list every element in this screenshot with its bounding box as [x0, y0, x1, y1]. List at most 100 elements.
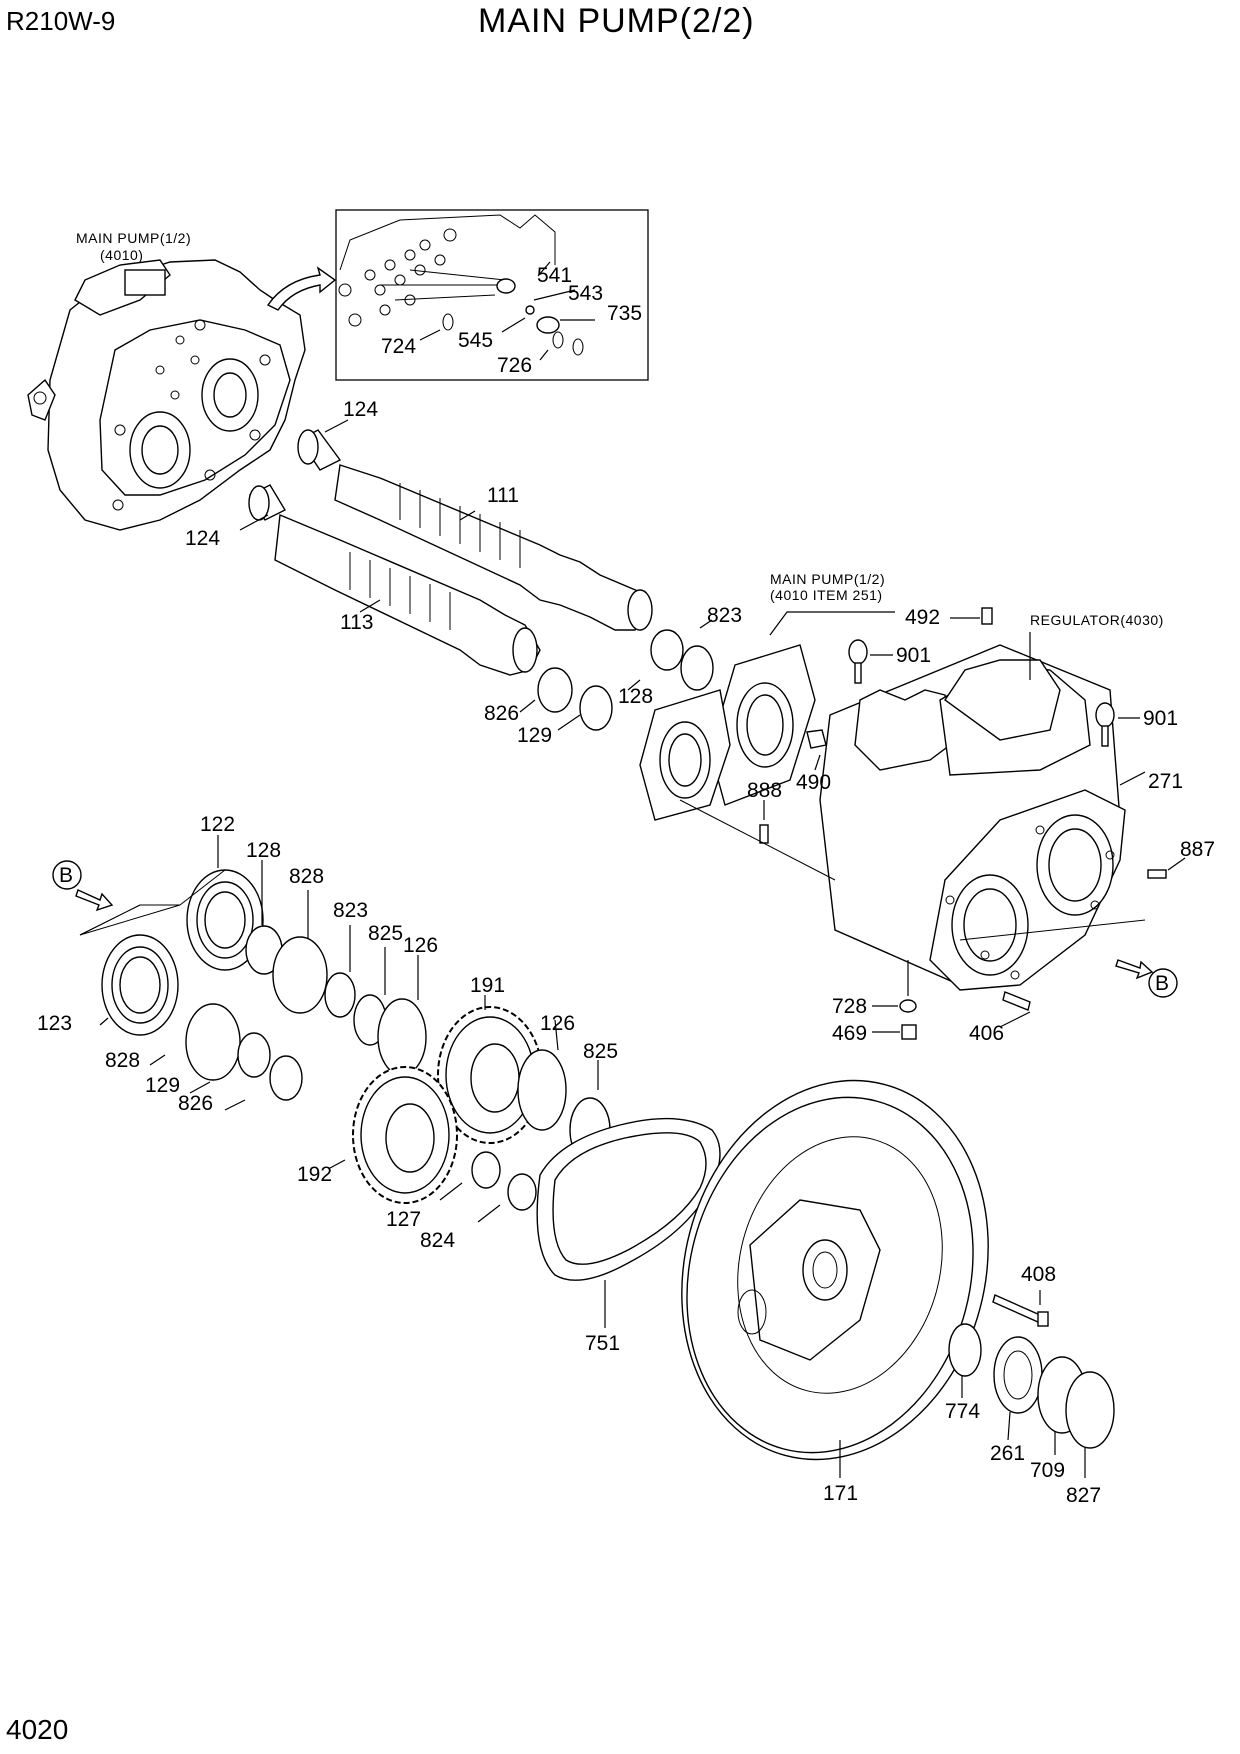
- detail-inset: [335, 209, 649, 381]
- roller-bearing-122: [186, 869, 264, 971]
- gear-192: [352, 1066, 458, 1204]
- seal-cover-261: [993, 1336, 1043, 1414]
- plug-469: [901, 1024, 917, 1040]
- pump-housing-upper: [27, 259, 306, 531]
- part-label-126-upper: 126: [403, 934, 438, 957]
- part-label-171: 171: [823, 1482, 858, 1505]
- part-label-191: 191: [470, 974, 505, 997]
- part-label-406: 406: [969, 1022, 1004, 1045]
- ref-main-pump-mid-code: (4010 ITEM 251): [770, 587, 883, 603]
- part-label-825-upper: 825: [368, 922, 403, 945]
- part-label-543: 543: [568, 282, 603, 305]
- part-label-901-lower: 901: [1143, 707, 1178, 730]
- ref-main-pump-mid: MAIN PUMP(1/2): [770, 571, 885, 587]
- bolt-406: [1002, 991, 1031, 1011]
- spacer-127: [471, 1151, 501, 1189]
- part-label-111: 111: [487, 484, 519, 507]
- part-label-124-upper: 124: [343, 398, 378, 421]
- snap-ring-823-lower: [324, 972, 356, 1018]
- bolt-408-head: [1037, 1311, 1049, 1327]
- shaft-113: [274, 513, 541, 676]
- part-label-826-upper: 826: [484, 702, 519, 725]
- model-number: R210W-9: [6, 6, 116, 36]
- part-label-888: 888: [747, 779, 782, 802]
- page-number: 4020: [6, 1714, 69, 1745]
- part-label-126-lower: 126: [540, 1012, 575, 1035]
- part-label-123: 123: [37, 1012, 72, 1035]
- o-ring-728: [899, 999, 917, 1013]
- spacer-129-lower: [237, 1032, 271, 1078]
- snap-ring-826-lower: [269, 1055, 303, 1101]
- needle-bearing-124-lower: [248, 484, 286, 521]
- spacer-128: [680, 645, 714, 691]
- snap-ring-824: [507, 1173, 537, 1211]
- part-label-541: 541: [537, 264, 572, 287]
- spacer-129: [579, 685, 613, 731]
- snap-ring-826: [537, 667, 573, 713]
- pin-887: [1147, 869, 1167, 879]
- part-label-545: 545: [458, 329, 493, 352]
- view-marker-b-left: [52, 860, 114, 912]
- part-label-726: 726: [497, 354, 532, 377]
- part-label-124-lower: 124: [185, 527, 220, 550]
- part-label-192: 192: [297, 1163, 332, 1186]
- eye-bolt-901-right: [1095, 702, 1115, 747]
- detail-arrow: [266, 266, 337, 311]
- gear-191: [437, 1006, 543, 1144]
- plug-490: [806, 729, 827, 749]
- part-label-901-upper: 901: [896, 644, 931, 667]
- part-label-828-lower: 828: [105, 1049, 140, 1072]
- page-title: MAIN PUMP(2/2): [478, 2, 755, 40]
- part-label-735: 735: [607, 302, 642, 325]
- part-label-128-lower: 128: [246, 839, 281, 862]
- pin-888: [759, 824, 769, 844]
- part-label-825-lower: 825: [583, 1040, 618, 1063]
- seal-774: [948, 1323, 982, 1377]
- part-label-751: 751: [585, 1332, 620, 1355]
- part-label-490: 490: [796, 771, 831, 794]
- snap-ring-828-upper: [272, 936, 328, 1014]
- part-label-709: 709: [1030, 1459, 1065, 1482]
- spacer-126-upper: [377, 998, 427, 1076]
- part-label-129-lower: 129: [145, 1074, 180, 1097]
- part-label-823-lower: 823: [333, 899, 368, 922]
- part-label-824: 824: [420, 1229, 455, 1252]
- spacer-126-lower: [517, 1049, 567, 1131]
- gear-housing-171: [681, 1079, 989, 1461]
- part-label-261: 261: [990, 1442, 1025, 1465]
- plug-492: [981, 607, 993, 625]
- view-marker-b-right: [1115, 959, 1178, 998]
- ref-main-pump-upper-code: (4010): [100, 247, 143, 263]
- part-label-492: 492: [905, 606, 940, 629]
- ref-main-pump-upper: MAIN PUMP(1/2): [76, 230, 191, 246]
- snap-ring-828-lower: [185, 1003, 241, 1081]
- part-label-127: 127: [386, 1208, 421, 1231]
- part-label-827: 827: [1066, 1484, 1101, 1507]
- view-b-right-label: B: [1155, 972, 1169, 995]
- part-label-887: 887: [1180, 838, 1215, 861]
- view-b-left-label: B: [59, 864, 73, 887]
- pump-casing-271: [819, 644, 1126, 991]
- needle-bearing-124-upper: [297, 429, 342, 471]
- part-label-728: 728: [832, 995, 867, 1018]
- gasket-751: [536, 1117, 721, 1281]
- part-label-129-upper: 129: [517, 724, 552, 747]
- bolt-408: [992, 1294, 1041, 1323]
- part-label-113: 113: [340, 611, 373, 634]
- part-label-828-upper: 828: [289, 865, 324, 888]
- part-label-469: 469: [832, 1022, 867, 1045]
- part-label-122: 122: [200, 813, 235, 836]
- snap-ring-827: [1065, 1371, 1115, 1449]
- part-label-826-lower: 826: [178, 1092, 213, 1115]
- snap-ring-823: [650, 629, 684, 671]
- eye-bolt-901-left: [848, 639, 868, 684]
- part-label-408: 408: [1021, 1263, 1056, 1286]
- part-label-724: 724: [381, 335, 416, 358]
- roller-bearing-123: [101, 934, 179, 1036]
- ref-regulator: REGULATOR(4030): [1030, 612, 1164, 628]
- part-label-774: 774: [945, 1400, 980, 1423]
- part-label-128-upper: 128: [618, 685, 653, 708]
- part-label-271: 271: [1148, 770, 1183, 793]
- part-label-823-upper: 823: [707, 604, 742, 627]
